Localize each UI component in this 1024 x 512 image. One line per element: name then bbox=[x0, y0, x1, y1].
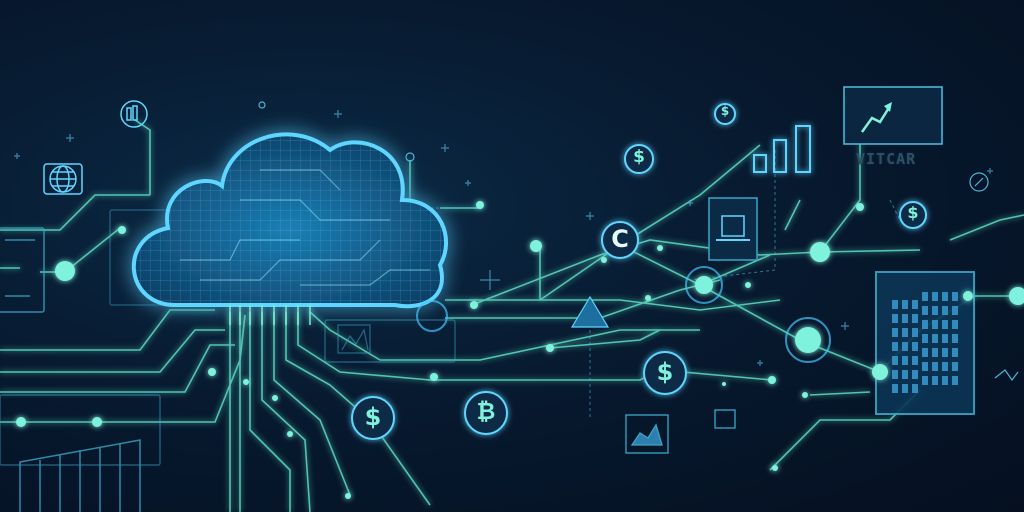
circuit-traces bbox=[0, 119, 1024, 512]
bar-chart-icon bbox=[753, 125, 811, 173]
cloud-icon bbox=[131, 132, 449, 309]
dollar-icon: $ bbox=[720, 104, 730, 118]
dollar-icon: $ bbox=[633, 147, 645, 167]
dollar-icon: $ bbox=[364, 403, 382, 431]
node-rings bbox=[416, 266, 831, 363]
small-markers bbox=[258, 101, 1019, 382]
trend-card bbox=[843, 86, 943, 145]
document-card bbox=[708, 197, 758, 261]
cent-icon: C bbox=[611, 225, 629, 253]
sparkles bbox=[14, 110, 993, 366]
right-data-panel bbox=[875, 271, 975, 415]
bitcoin-icon: ₿ bbox=[476, 399, 496, 425]
mid-panel bbox=[324, 319, 456, 363]
dollar-icon: $ bbox=[656, 358, 674, 386]
circuit-nodes bbox=[16, 201, 1024, 499]
faded-label-text: VITCAR bbox=[856, 150, 917, 168]
cloud-connector-pins bbox=[229, 305, 311, 325]
coin-circles bbox=[351, 103, 927, 440]
server-icon bbox=[120, 100, 148, 128]
dollar-icon: $ bbox=[907, 203, 919, 222]
globe-icon bbox=[43, 163, 83, 195]
small-chart-card bbox=[625, 409, 736, 454]
triangle-marker bbox=[570, 295, 610, 328]
